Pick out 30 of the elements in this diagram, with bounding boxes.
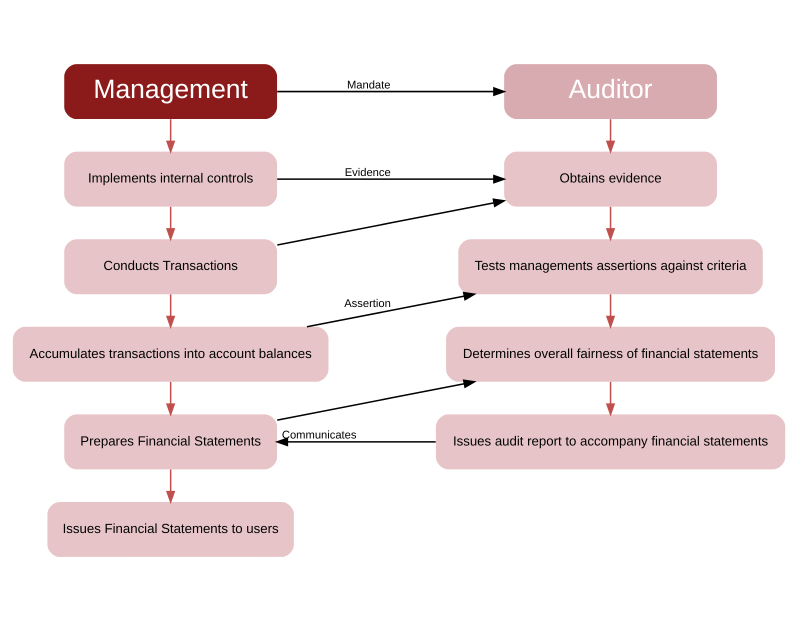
arrow (306, 291, 477, 328)
arrow (606, 118, 616, 154)
node-box: Management (64, 64, 278, 119)
arrow (166, 206, 176, 241)
edge-label: Communicates (282, 429, 356, 442)
node-box: Accumulates transactions into account balances (12, 326, 328, 382)
arrow (606, 206, 616, 241)
node-box: Determines overall fairness of financial statements (446, 326, 775, 382)
node-box: Issues Financial Statements to users (47, 501, 294, 556)
arrow (166, 118, 176, 154)
arrow (277, 174, 506, 184)
node-box: Prepares Financial Statements (64, 414, 278, 469)
arrow (166, 381, 176, 416)
arrow (606, 381, 616, 416)
node-box: Conducts Transactions (64, 238, 278, 294)
arrow (277, 198, 506, 246)
edge-label: Mandate (346, 78, 390, 91)
node-box: Auditor (504, 64, 717, 119)
edge-label: Evidence (344, 166, 391, 178)
arrow (166, 468, 176, 504)
arrow (277, 86, 506, 96)
node-box: Tests managements assertions against criteria (458, 238, 763, 294)
node-box: Obtains evidence (504, 151, 717, 206)
node-box: Implements internal controls (64, 151, 278, 206)
arrow (277, 378, 477, 420)
node-box: Issues audit report to accompany financial statements (436, 414, 786, 469)
arrow (274, 436, 436, 446)
arrow (166, 294, 176, 328)
arrow (606, 294, 616, 328)
edge-label: Assertion (344, 298, 391, 310)
